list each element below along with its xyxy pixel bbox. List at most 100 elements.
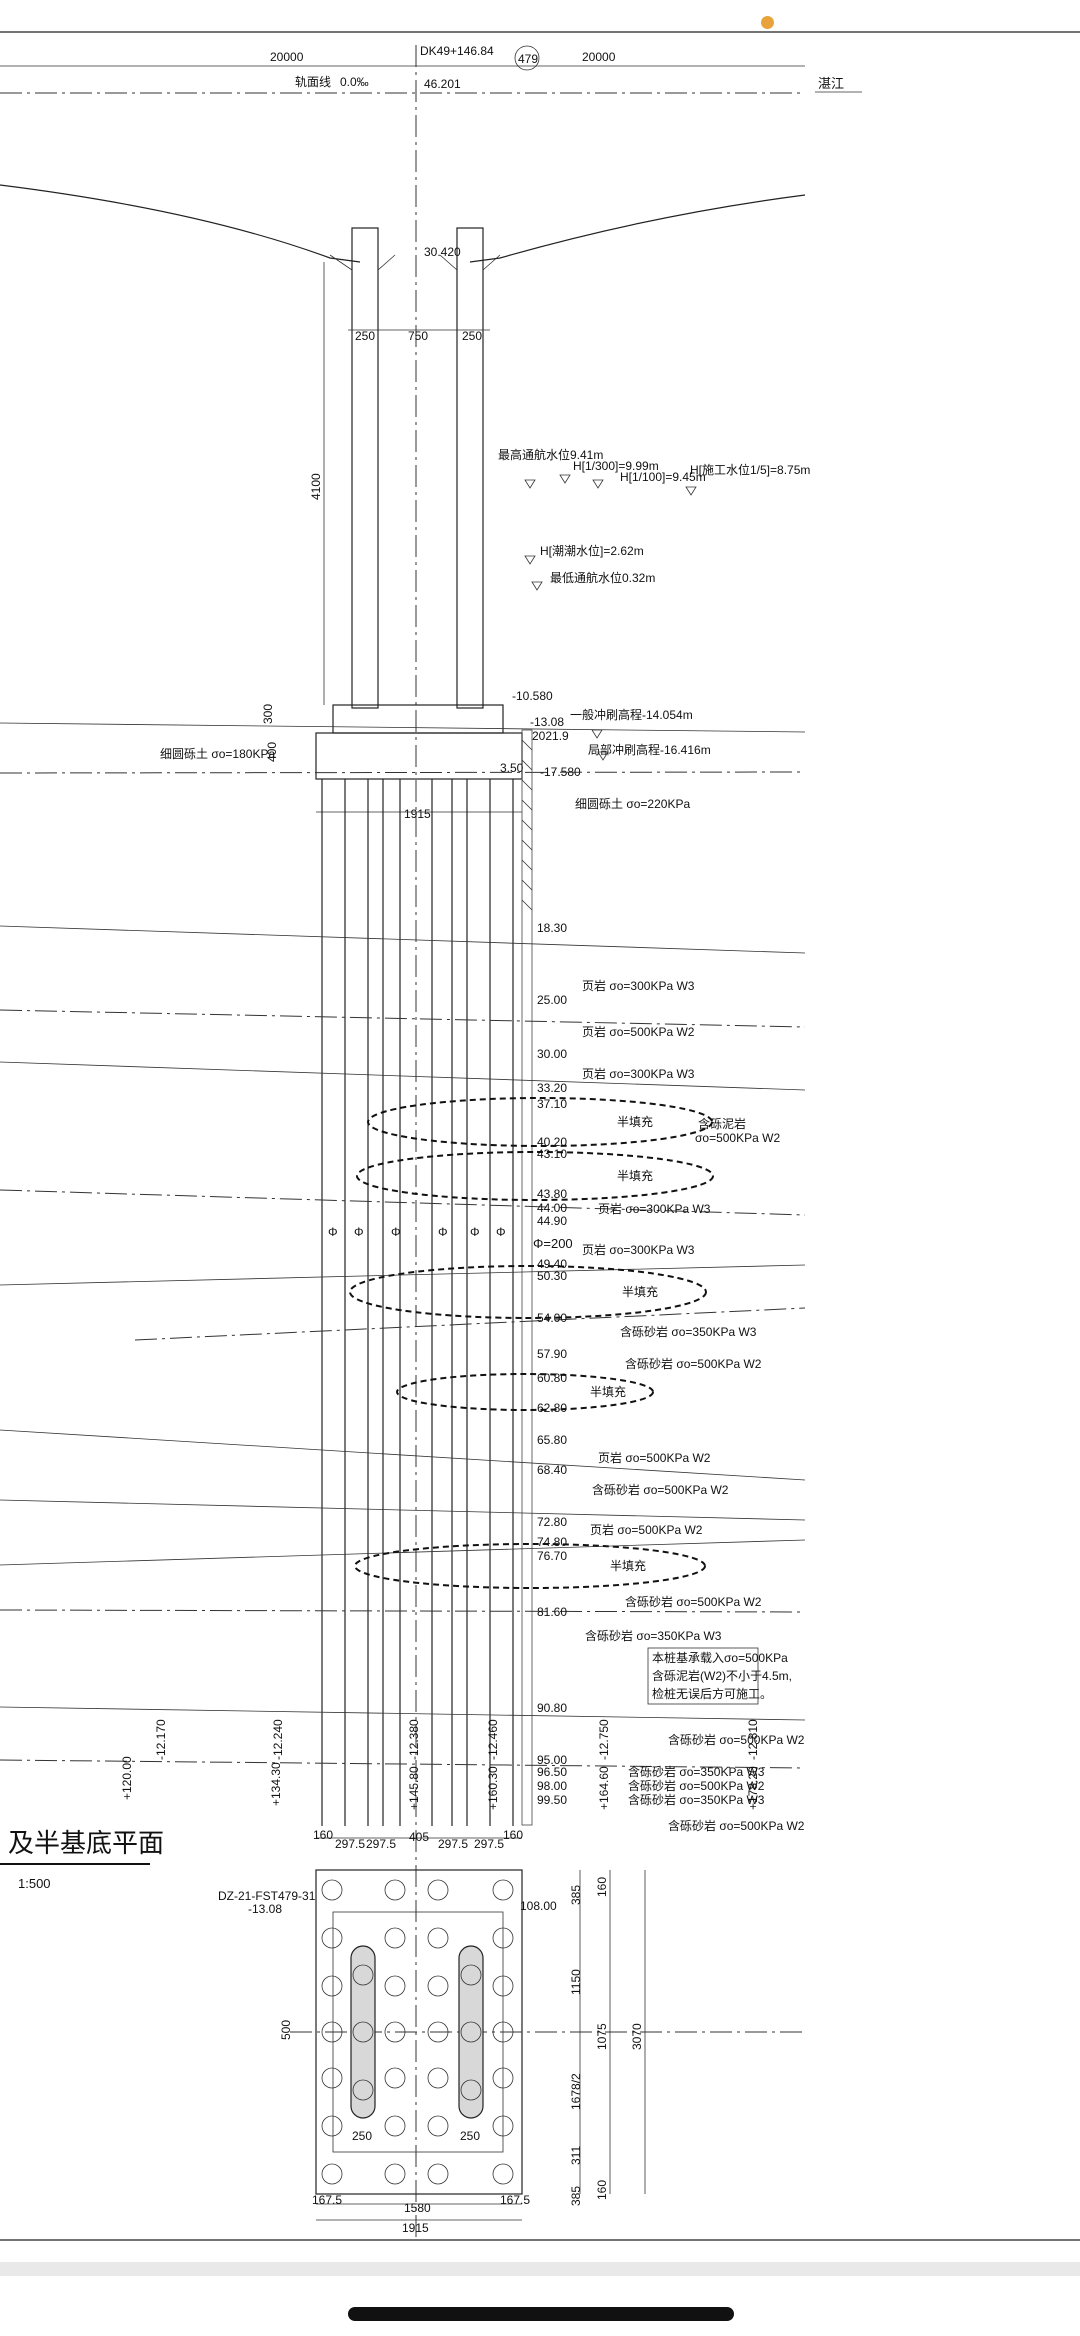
pile-symbol-4: Φ [438,1225,448,1239]
pile-symbol-3: Φ [391,1225,401,1239]
pile-elev: -12.380 [407,1719,421,1760]
scour-general: 一般冲刷高程-14.054m [570,707,693,722]
layer-label: 含砾砂岩 σo=500KPa W2 [592,1482,729,1497]
layer-label: 含砾泥岩 [698,1116,746,1131]
plan-bottom-dim: 167.5 [500,2193,530,2207]
home-indicator[interactable] [348,2307,734,2321]
plan-pile [352,1964,374,1986]
slope-label: 0.0‰ [340,75,369,89]
plan-pile [460,2079,482,2101]
pile-elevation-labels: -12.170 -12.240 -12.380 -12.460 -12.750 … [120,1719,760,1810]
plan-col-dim: 250 [352,2129,372,2143]
plan-pile [460,2021,482,2043]
note-line: 本桩基承载入σo=500KPa [652,1650,788,1665]
plan-total-h1: 1075 [595,2023,609,2050]
layer-label: 含砾砂岩 σo=350KPa W3 [628,1792,765,1807]
void-label: 半填充 [617,1114,653,1129]
layer-label: 含砾砂岩 σo=500KPa W2 [668,1818,805,1833]
plan-pile [427,1975,449,1997]
scour-line-general [0,722,806,733]
plan-column-left [350,1945,376,2119]
pile-length: +120.00 [120,1756,134,1800]
cap-top-elev: -10.580 [512,689,553,703]
plan-pile [492,2163,514,2185]
depth-label: 65.80 [537,1433,567,1447]
plan-pile [492,2021,514,2043]
plan-pile [492,2115,514,2137]
depth-label: 25.00 [537,993,567,1007]
pile-symbol-1: Φ [328,1225,338,1239]
depth-labels: 18.30 25.00 30.00 33.20 37.10 40.20 43.1… [537,921,567,1807]
cap-mark-1308: -13.08 [530,715,564,729]
stratum-line [0,1499,806,1521]
stratum-line [0,1706,806,1721]
plan-side-dim: 385 [569,2186,583,2206]
depth-label: 18.30 [537,921,567,935]
col-width-left: 250 [355,329,375,343]
soil-right: 细圆砾土 σo=220KPa [575,797,690,811]
pile-cap-upper [332,704,504,734]
void-ellipse [367,1097,713,1147]
pile-elev: -12.810 [746,1719,760,1760]
plan-pile [460,1964,482,1986]
layer-label: 页岩 σo=300KPa W3 [582,978,695,993]
void-ellipse [349,1265,707,1319]
plan-side-dim: 160 [595,1877,609,1897]
status-dot [761,16,774,29]
plan-pile [321,1879,343,1901]
col-gap: 750 [408,329,428,343]
plan-pile [321,1927,343,1949]
plan-pile [492,2067,514,2089]
scour-local: 局部冲刷高程-16.416m [588,742,711,757]
stratum-line [0,1061,806,1091]
depth-label: 44.90 [537,1214,567,1228]
water-h300: H[1/300]=9.99m [573,459,659,473]
water-h100: H[1/100]=9.45m [620,470,706,484]
pier-top-elev: 30.420 [424,245,461,259]
plan-pile [384,1975,406,1997]
cap-mark-350: 3.50 [500,761,524,775]
spacing-dim: 297.5 [335,1837,365,1851]
depth-label: 30.00 [537,1047,567,1061]
plan-pile [492,1975,514,1997]
plan-pile [352,2021,374,2043]
depth-label: 50.30 [537,1269,567,1283]
col-width-right: 250 [462,329,482,343]
depth-label: 44.00 [537,1201,567,1215]
plan-pile [427,2021,449,2043]
plan-pile [384,2067,406,2089]
depth-label: 43.80 [537,1187,567,1201]
void-label: 半填充 [617,1168,653,1183]
depth-label: 95.00 [537,1753,567,1767]
layer-label: 含砾砂岩 σo=350KPa W3 [620,1324,757,1339]
girder-left [0,184,361,263]
pile-diameter: Φ=200 [533,1236,573,1251]
cap-height-1: 300 [261,704,275,724]
plan-pile [321,2163,343,2185]
void-label: 半填充 [590,1384,626,1399]
note-line: 检桩无误后方可施工。 [652,1686,772,1701]
layer-label: 含砾砂岩 σo=500KPa W2 [625,1594,762,1609]
water-tide: H[潮潮水位]=2.62m [540,543,644,558]
depth-label: 33.20 [537,1081,567,1095]
plan-pile [321,1975,343,1997]
layer-label: 页岩 σo=300KPa W3 [598,1201,711,1216]
depth-label: 96.50 [537,1765,567,1779]
water-nav-high: 最高通航水位9.41m [498,447,603,462]
stratum-line [0,1189,806,1216]
layer-label: 页岩 σo=500KPa W2 [582,1024,695,1039]
pier-number-circle [514,45,540,71]
span-right: 20000 [582,50,616,64]
pier-height: 4100 [309,473,323,500]
stratum-line [0,1609,806,1613]
plan-title: 及半基底平面 [8,1828,164,1858]
plan-pile-id: DZ-21-FST479-31 [218,1889,316,1903]
water-nav-low: 最低通航水位0.32m [550,570,655,585]
plan-pile [352,2079,374,2101]
plan-pile [492,1927,514,1949]
depth-label: 57.90 [537,1347,567,1361]
pier-brackets [329,254,501,271]
plan-pile [427,1927,449,1949]
depth-label: 62.80 [537,1401,567,1415]
spacing-dim: 405 [409,1830,429,1844]
